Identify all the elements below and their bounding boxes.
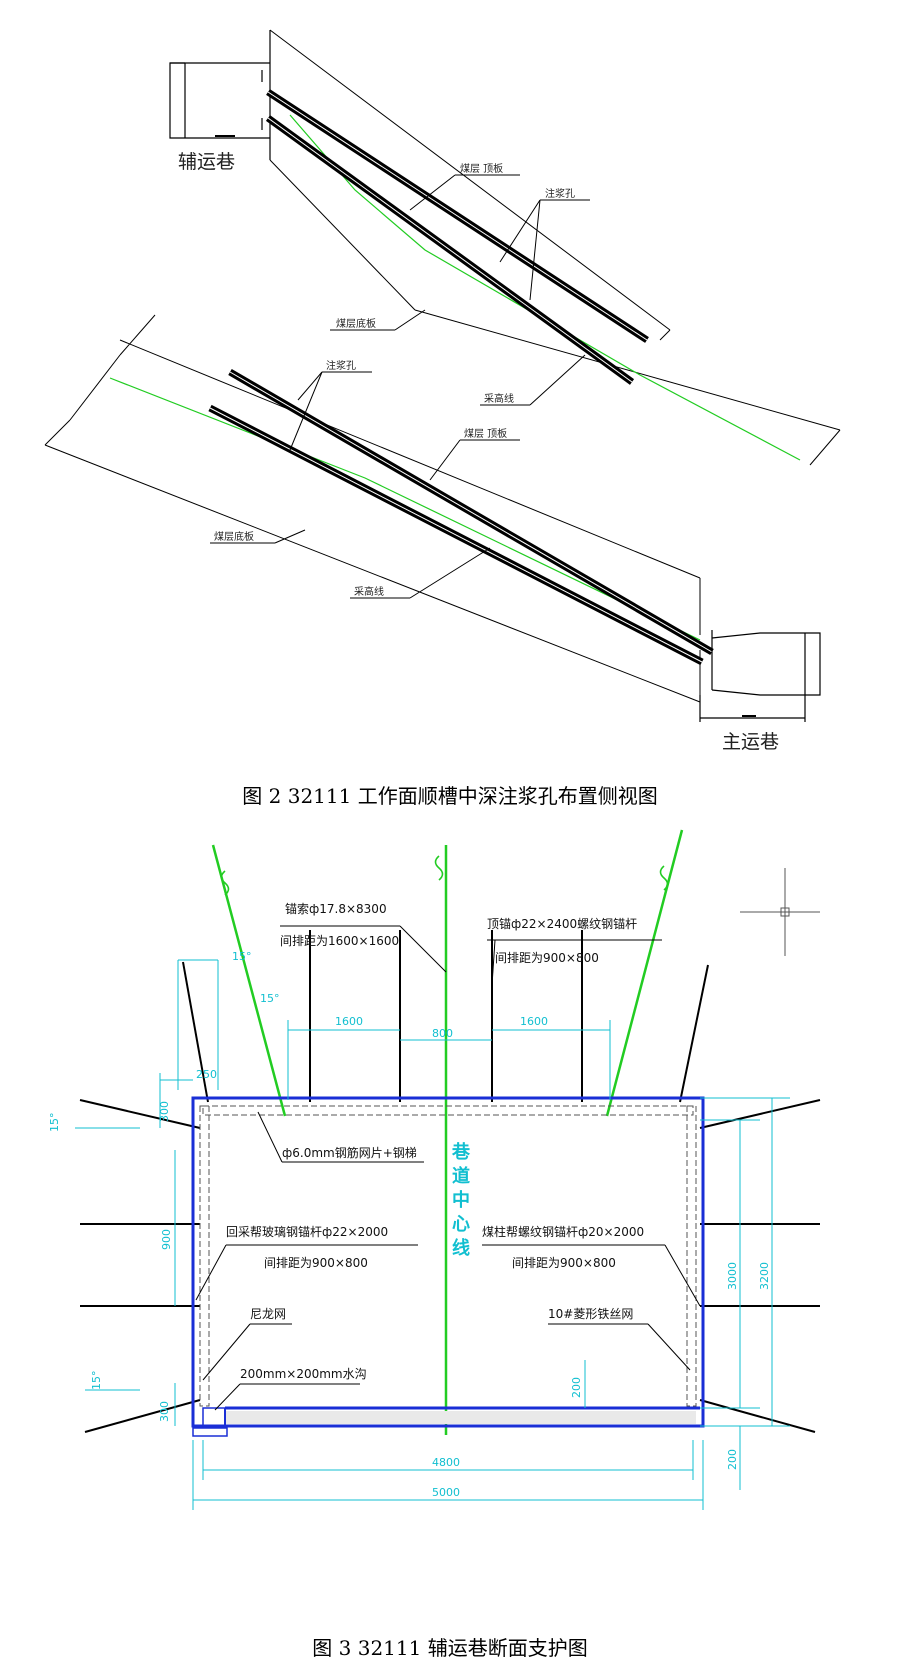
cable-break-marks	[220, 855, 669, 896]
dim-3000: 3000	[726, 1262, 739, 1290]
svg-text:线: 线	[452, 1237, 470, 1259]
side-bolts	[79, 1099, 821, 1433]
lower-roof-annotation: 煤层 顶板	[429, 427, 520, 481]
nylon-annotation: 尼龙网	[202, 1307, 292, 1381]
lower-grout-annotation: 注浆孔	[289, 359, 372, 451]
ditch-annotation: 200mm×200mm水沟	[214, 1367, 367, 1411]
dim-250: 250	[196, 1068, 217, 1081]
roof-bolt-annotation: 顶锚ф22×2400螺纹钢锚杆 间排距为900×800	[487, 916, 662, 986]
dim-1600a: 1600	[335, 1015, 363, 1028]
svg-text:采高线: 采高线	[484, 392, 514, 405]
dim-15d: 15°	[90, 1371, 103, 1391]
svg-text:心: 心	[452, 1214, 470, 1235]
lower-mining-line	[109, 377, 701, 641]
svg-text:回采帮玻璃钢锚杆ф22×2000: 回采帮玻璃钢锚杆ф22×2000	[226, 1224, 388, 1239]
upper-roof-annotation: 煤层 顶板	[409, 162, 520, 211]
dim-300a: 300	[158, 1101, 171, 1122]
cable-annotation: 锚索ф17.8×8300 间排距为1600×1600	[280, 901, 447, 973]
lower-floor-annotation: 煤层底板	[210, 529, 306, 544]
figure2-caption: 图 2 32111 工作面顺槽中深注浆孔布置侧视图	[242, 784, 658, 808]
left-bolt-annotation: 回采帮玻璃钢锚杆ф22×2000 间排距为900×800	[195, 1224, 418, 1301]
upper-grout-annotation: 注浆孔	[499, 187, 590, 301]
dim-1600b: 1600	[520, 1015, 548, 1028]
anchor-cables	[211, 829, 684, 1435]
dim-15a: 15°	[232, 950, 252, 963]
aux-roadway-label: 辅运巷	[178, 151, 235, 173]
svg-text:间排距为900×800: 间排距为900×800	[495, 951, 599, 965]
dim-200b: 200	[726, 1449, 739, 1470]
svg-text:采高线: 采高线	[354, 585, 384, 598]
upper-floor-annotation: 煤层底板	[330, 309, 426, 331]
upper-strata-lines	[269, 29, 841, 466]
svg-text:200mm×200mm水沟: 200mm×200mm水沟	[240, 1367, 367, 1381]
svg-text:尼龙网: 尼龙网	[250, 1307, 286, 1321]
roadway-center-line-label: 巷 道 中 心 线	[451, 1142, 471, 1259]
upper-mining-annotation: 采高线	[480, 354, 586, 406]
figure2-diagram: 辅运巷 煤层 顶板 注浆孔 煤层底板 采高线	[44, 29, 841, 753]
svg-text:煤层底板: 煤层底板	[336, 317, 376, 330]
figure3-caption: 图 3 32111 辅运巷断面支护图	[312, 1636, 588, 1660]
dim-900: 900	[160, 1229, 173, 1250]
dimension-lines	[75, 959, 790, 1510]
crosshair-symbol	[740, 868, 820, 956]
svg-text:煤层底板: 煤层底板	[214, 530, 254, 543]
svg-text:煤层 顶板: 煤层 顶板	[464, 427, 507, 440]
svg-text:顶锚ф22×2400螺纹钢锚杆: 顶锚ф22×2400螺纹钢锚杆	[487, 916, 637, 931]
svg-text:煤层 顶板: 煤层 顶板	[460, 162, 503, 175]
dim-200a: 200	[570, 1377, 583, 1398]
dim-15c: 15°	[48, 1113, 61, 1133]
svg-text:巷: 巷	[451, 1142, 471, 1163]
dim-300b: 300	[158, 1401, 171, 1422]
svg-text:道: 道	[452, 1165, 470, 1187]
svg-text:煤柱帮螺纹钢锚杆ф20×2000: 煤柱帮螺纹钢锚杆ф20×2000	[482, 1224, 644, 1239]
svg-text:锚索ф17.8×8300: 锚索ф17.8×8300	[285, 901, 387, 916]
upper-grout-holes	[265, 89, 649, 385]
svg-text:注浆孔: 注浆孔	[545, 187, 575, 200]
right-bolt-annotation: 煤柱帮螺纹钢锚杆ф20×2000 间排距为900×800	[482, 1224, 701, 1307]
roadway-outline	[191, 1096, 705, 1437]
dim-3200: 3200	[758, 1262, 771, 1290]
upper-mining-line	[289, 114, 801, 461]
svg-text:间排距为900×800: 间排距为900×800	[264, 1256, 368, 1270]
main-roadway-label: 主运巷	[722, 731, 779, 753]
diamond-mesh-annotation: 10#菱形铁丝网	[548, 1307, 691, 1371]
svg-text:中: 中	[452, 1189, 470, 1211]
dim-800: 800	[432, 1027, 453, 1040]
svg-text:间排距为900×800: 间排距为900×800	[512, 1256, 616, 1270]
dim-5000: 5000	[432, 1486, 460, 1499]
main-roadway-section	[699, 630, 821, 722]
lower-strata-lines	[44, 314, 701, 703]
lower-mining-annotation: 采高线	[350, 547, 491, 599]
mesh-annotation: ф6.0mm钢筋网片+钢梯	[257, 1111, 424, 1163]
svg-text:ф6.0mm钢筋网片+钢梯: ф6.0mm钢筋网片+钢梯	[282, 1145, 417, 1160]
dim-15b: 15°	[260, 992, 280, 1005]
roof-bolts	[182, 930, 709, 1103]
dim-4800: 4800	[432, 1456, 460, 1469]
svg-text:10#菱形铁丝网: 10#菱形铁丝网	[548, 1307, 633, 1321]
lower-grout-holes	[208, 368, 714, 666]
aux-roadway-section	[169, 30, 271, 160]
svg-text:间排距为1600×1600: 间排距为1600×1600	[280, 934, 399, 948]
svg-text:注浆孔: 注浆孔	[326, 359, 356, 372]
